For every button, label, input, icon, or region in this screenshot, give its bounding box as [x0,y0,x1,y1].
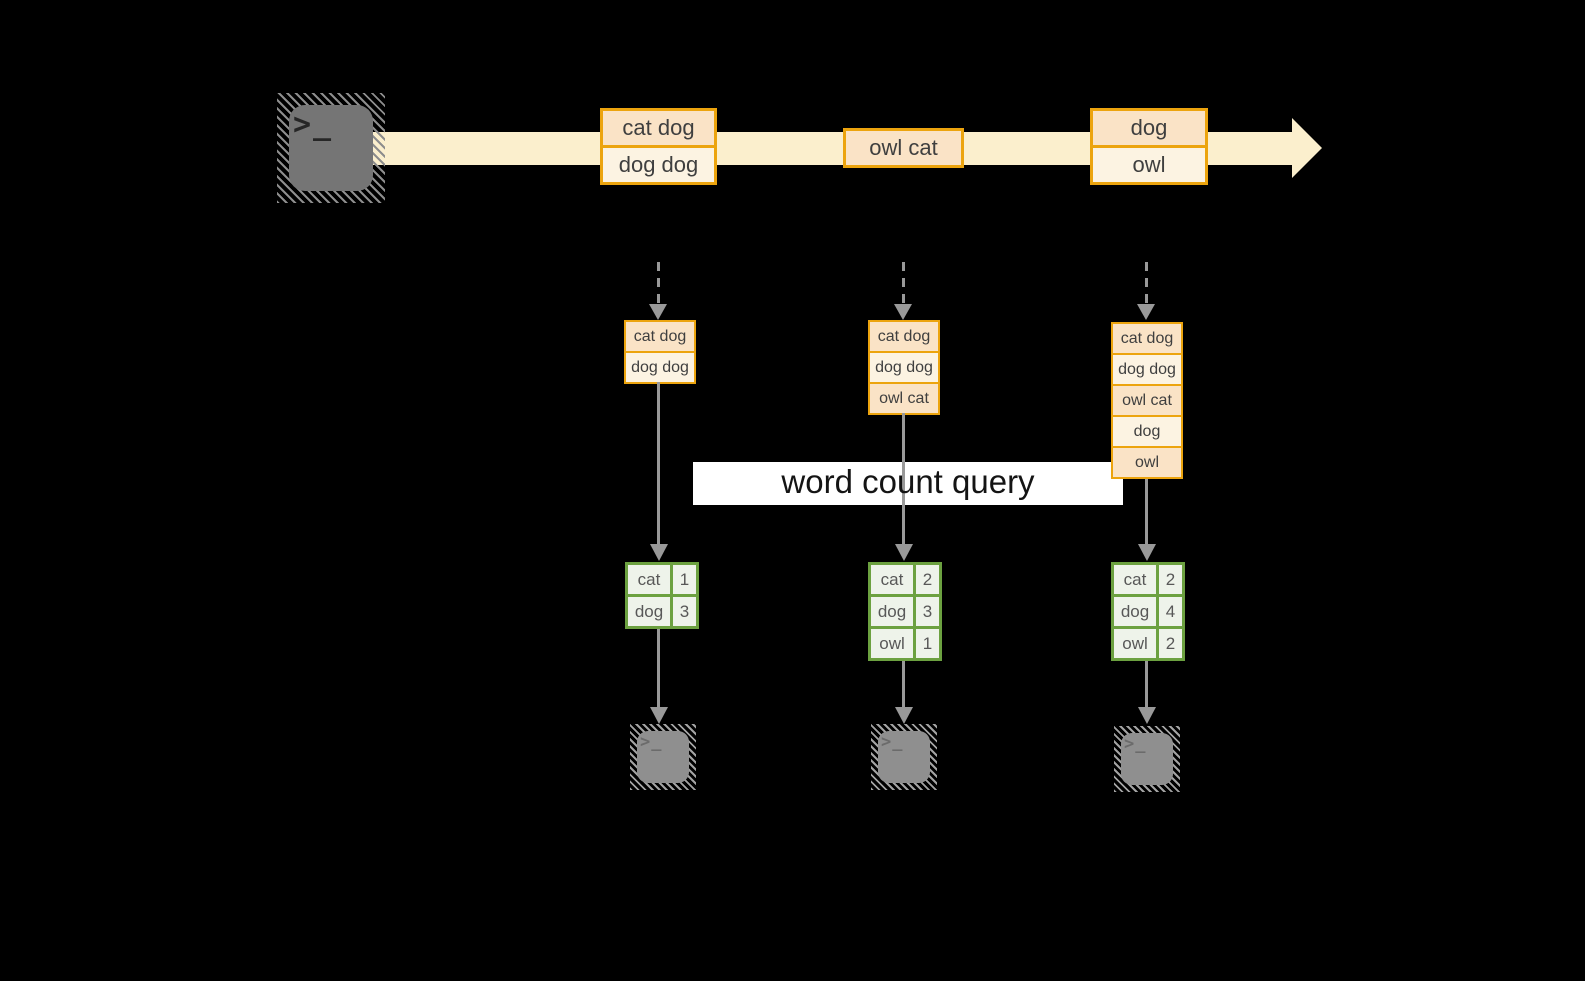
count-value-cell: 3 [673,597,696,626]
input-row: dog [1111,415,1183,448]
count-table-1: cat 1 dog 3 [625,562,699,629]
count-value-cell: 4 [1159,597,1182,626]
terminal-prompt-glyph: >_ [293,107,334,142]
terminal-prompt-glyph: >_ [881,732,904,752]
arrowhead-icon [895,544,913,561]
count-value-cell: 1 [916,629,939,658]
sink-terminal-icon-2: >_ [871,724,937,790]
count-word-cell: cat [628,565,670,594]
input-stack-1: cat dog dog dog [624,320,696,384]
arrowhead-icon [650,544,668,561]
arrowhead-icon [1138,544,1156,561]
stream-record: cat dog [600,108,717,148]
count-table-3: cat 2 dog 4 owl 2 [1111,562,1185,661]
count-word-cell: owl [1114,629,1156,658]
count-word-cell: cat [1114,565,1156,594]
arrow-line [1145,478,1148,546]
terminal-screen [1121,733,1173,785]
input-row: cat dog [868,320,940,353]
arrow-line [902,413,905,546]
stream-record: dog dog [600,145,717,185]
count-value-cell: 1 [673,565,696,594]
count-value-cell: 2 [916,565,939,594]
dashed-arrow-line [902,262,905,305]
dashed-arrowhead-icon [649,304,667,320]
terminal-prompt-glyph: >_ [1124,734,1147,754]
count-value-cell: 2 [1159,629,1182,658]
dashed-arrow-line [657,262,660,305]
query-banner [693,462,1123,505]
arrow-line [657,629,660,707]
stream-record: dog [1090,108,1208,148]
terminal-screen [289,105,373,191]
count-word-cell: dog [628,597,670,626]
stream-record: owl [1090,145,1208,185]
input-row: dog dog [624,351,696,384]
input-row: owl [1111,446,1183,479]
count-word-cell: cat [871,565,913,594]
source-terminal-icon: >_ [277,93,385,203]
query-banner-label: word count query [781,463,1035,500]
input-row: dog dog [1111,353,1183,386]
input-row: cat dog [624,320,696,353]
stream-batch-2: owl cat [843,128,964,168]
count-word-cell: owl [871,629,913,658]
terminal-prompt-glyph: >_ [640,732,663,752]
input-stack-2: cat dog dog dog owl cat [868,320,940,415]
stream-arrowhead-icon [1292,118,1322,178]
input-stack-3: cat dog dog dog owl cat dog owl [1111,322,1183,479]
arrow-line [1145,661,1148,707]
arrow-line [902,661,905,707]
sink-terminal-icon-3: >_ [1114,726,1180,792]
count-word-cell: dog [1114,597,1156,626]
dashed-arrow-line [1145,262,1148,305]
stream-record: owl cat [843,128,964,168]
input-row: dog dog [868,351,940,384]
input-row: owl cat [868,382,940,415]
dashed-arrowhead-icon [1137,304,1155,320]
input-row: cat dog [1111,322,1183,355]
arrowhead-icon [650,707,668,724]
count-value-cell: 3 [916,597,939,626]
input-row: owl cat [1111,384,1183,417]
count-word-cell: dog [871,597,913,626]
stream-batch-1: cat dog dog dog [600,108,717,185]
arrow-line [657,382,660,546]
terminal-screen [637,731,689,783]
dashed-arrowhead-icon [894,304,912,320]
sink-terminal-icon-1: >_ [630,724,696,790]
count-table-2: cat 2 dog 3 owl 1 [868,562,942,661]
count-value-cell: 2 [1159,565,1182,594]
arrowhead-icon [895,707,913,724]
arrowhead-icon [1138,707,1156,724]
terminal-screen [878,731,930,783]
stream-batch-3: dog owl [1090,108,1208,185]
